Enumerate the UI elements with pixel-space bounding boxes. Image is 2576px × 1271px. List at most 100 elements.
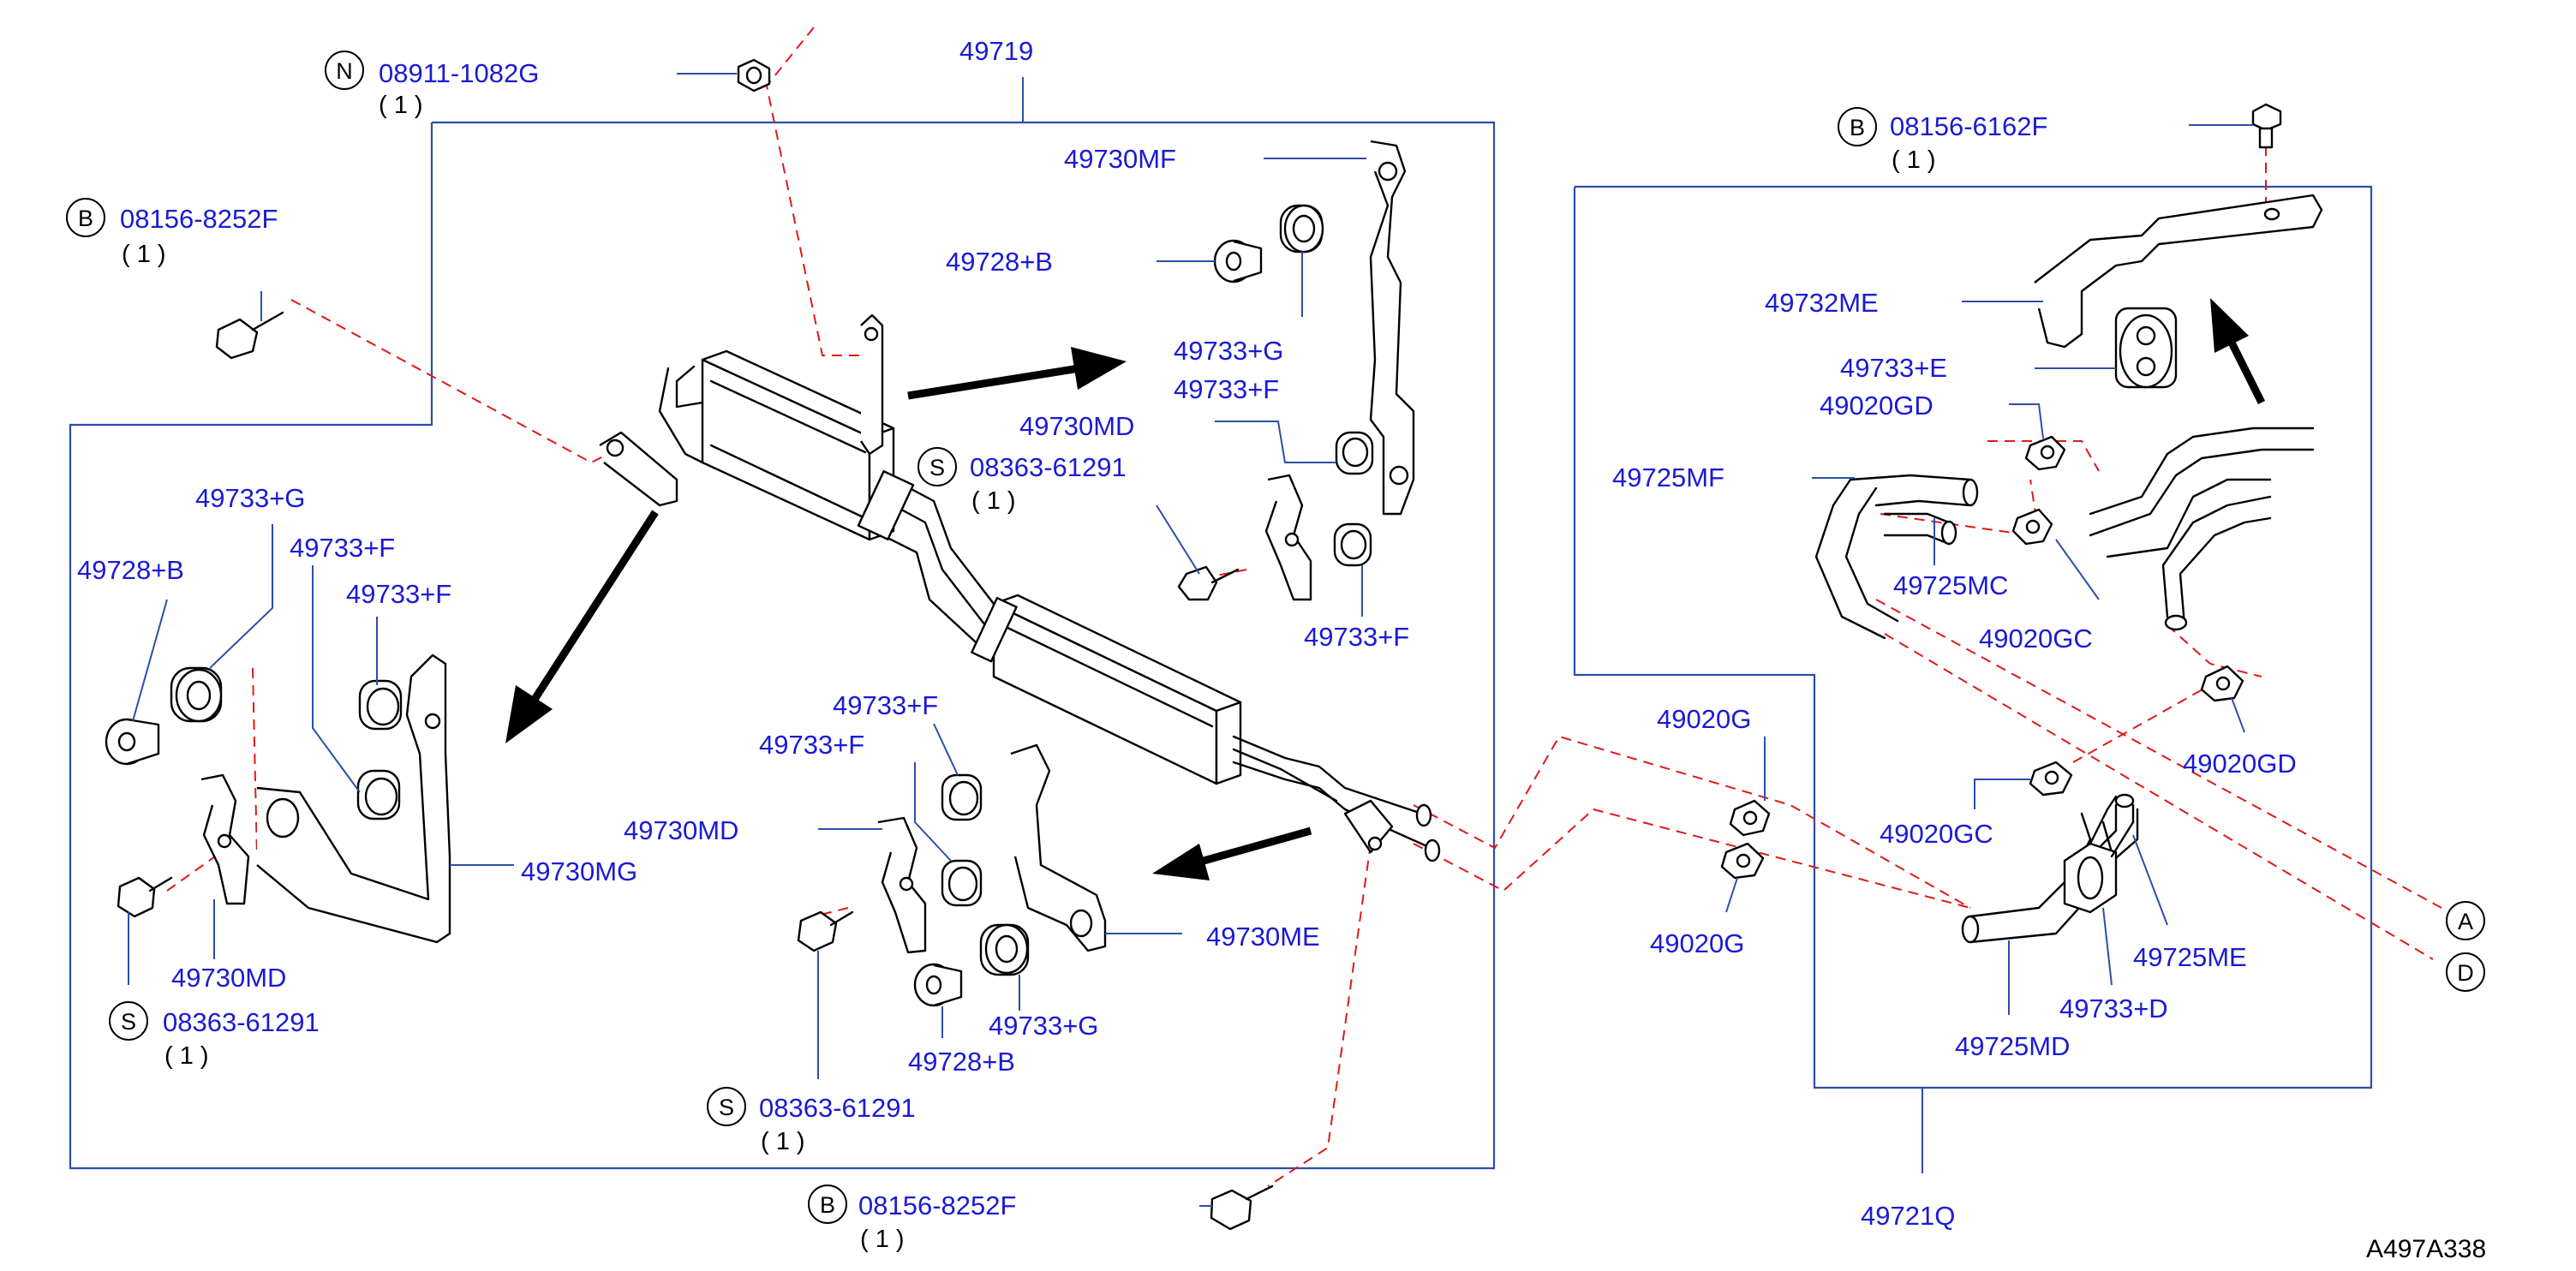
clip-49730MD-top xyxy=(1264,474,1312,601)
diagram-code: A497A338 xyxy=(2366,1235,2486,1263)
label-49728B-top: 49728+B xyxy=(946,247,1053,277)
grommet-49733F-mid2 xyxy=(941,859,983,907)
grommet-49733F-mid1 xyxy=(941,773,983,821)
svg-text:S: S xyxy=(719,1095,734,1120)
qty-08363-61291-left: ( 1 ) xyxy=(164,1042,209,1070)
clip-49730MD-left xyxy=(200,773,250,905)
label-49020GC-bottom: 49020GC xyxy=(1880,819,1993,849)
qty-08363-61291-mid: ( 1 ) xyxy=(971,487,1016,515)
grommet-49733E xyxy=(2114,307,2178,389)
label-49733F-topright: 49733+F xyxy=(1304,622,1409,652)
direction-arrows xyxy=(505,298,2266,880)
qty-08156-6162F: ( 1 ) xyxy=(1892,146,1936,174)
callout-N-top: N xyxy=(325,51,364,90)
label-49725MD: 49725MD xyxy=(1955,1031,2070,1061)
hose-assembly-frame xyxy=(1573,185,2373,1089)
clip-49020GC-bottom xyxy=(2029,761,2073,797)
bracket-49732ME xyxy=(2034,194,2323,349)
svg-text:A: A xyxy=(2458,909,2473,934)
collar-49728B-mid xyxy=(913,963,963,1007)
cooler-assembly-frame xyxy=(69,121,1496,1170)
label-49725MF: 49725MF xyxy=(1612,462,1724,492)
label-49728B-mid: 49728+B xyxy=(908,1047,1015,1077)
label-49733F-mid2: 49733+F xyxy=(759,730,864,760)
clip-49020G-bottom xyxy=(1720,842,1765,880)
bracket-49730ME xyxy=(1010,743,1107,952)
label-49733G-top: 49733+G xyxy=(1174,336,1283,366)
label-49020GD-top: 49020GD xyxy=(1820,391,1933,421)
oil-cooler-assembly xyxy=(599,313,1441,862)
callout-S-left: S xyxy=(109,1001,148,1041)
label-49733E: 49733+E xyxy=(1840,353,1947,383)
label-49020G-top: 49020G xyxy=(1657,704,1751,734)
label-49725MC: 49725MC xyxy=(1893,570,2008,600)
grommet-49733G-top xyxy=(1279,204,1324,254)
hose-49725MF xyxy=(1814,474,1979,640)
svg-text:B: B xyxy=(1850,115,1865,140)
grommet-49733G-mid xyxy=(979,923,1030,976)
callout-B-bottom: B xyxy=(808,1184,847,1224)
label-49733G-mid: 49733+G xyxy=(989,1011,1098,1041)
clip-49730MD-mid xyxy=(877,816,927,954)
label-49730MD-left: 49730MD xyxy=(171,963,286,993)
connector-A: A xyxy=(2446,901,2485,940)
label-49721Q: 49721Q xyxy=(1861,1201,1955,1231)
leader-lines xyxy=(128,73,2253,1207)
label-49725ME: 49725ME xyxy=(2133,942,2247,972)
label-49733G-left: 49733+G xyxy=(195,483,305,513)
bolt-08911-1082G xyxy=(737,58,771,92)
grommet-49733F-topright xyxy=(1333,522,1372,567)
label-49020G-bottom: 49020G xyxy=(1650,928,1744,958)
callout-B-right: B xyxy=(1838,107,1877,146)
grommet-49733F-top xyxy=(1335,431,1374,475)
grommet-49733D xyxy=(2063,842,2118,914)
hose-49725MC xyxy=(2089,427,2315,631)
qty-08156-8252F-bottom: ( 1 ) xyxy=(860,1226,905,1253)
part-number-08156-8252F-left: 08156-8252F xyxy=(120,204,278,234)
bracket-49730MG xyxy=(256,653,451,944)
svg-text:B: B xyxy=(78,206,93,231)
part-number-08363-61291-left: 08363-61291 xyxy=(163,1007,320,1037)
label-49020GD-right: 49020GD xyxy=(2183,749,2297,779)
screw-08363-left xyxy=(117,876,173,918)
clip-49020GC-top xyxy=(2011,508,2053,546)
connector-D: D xyxy=(2446,952,2485,992)
label-49730MG: 49730MG xyxy=(521,856,637,886)
part-number-08911-1082G: 08911-1082G xyxy=(379,58,539,88)
bolt-08156-6162F xyxy=(2251,103,2282,149)
part-number-08363-61291-mid: 08363-61291 xyxy=(970,452,1127,482)
label-49020GC-top: 49020GC xyxy=(1979,624,2093,653)
qty-08911-1082G: ( 1 ) xyxy=(379,92,423,119)
label-49732ME: 49732ME xyxy=(1765,288,1879,318)
clip-49020G-top xyxy=(1729,799,1771,837)
qty-08363-61291-bottom: ( 1 ) xyxy=(761,1128,805,1155)
screw-08363-top xyxy=(1177,565,1240,601)
qty-08156-8252F-left: ( 1 ) xyxy=(122,241,166,268)
part-number-08156-8252F-bottom: 08156-8252F xyxy=(858,1190,1016,1220)
label-49733F-mid1: 49733+F xyxy=(833,690,938,720)
grommet-49733F-left1 xyxy=(358,679,403,731)
bolt-08156-8252F-bottom xyxy=(1210,1184,1274,1231)
part-number-08363-61291-bottom: 08363-61291 xyxy=(759,1093,916,1123)
grommet-49733F-left2 xyxy=(356,769,401,820)
label-49733D: 49733+D xyxy=(2059,994,2168,1023)
bracket-49730MF xyxy=(1369,140,1415,516)
label-49730MD-mid: 49730MD xyxy=(624,815,738,845)
label-49730MD-top: 49730MD xyxy=(1019,411,1134,441)
label-49733F-top: 49733+F xyxy=(1174,374,1279,404)
grommet-49733G-left xyxy=(170,666,223,723)
svg-text:B: B xyxy=(820,1192,835,1218)
svg-text:S: S xyxy=(121,1009,136,1035)
collar-49728B-top xyxy=(1213,239,1263,283)
label-49730MF: 49730MF xyxy=(1064,144,1176,174)
svg-text:D: D xyxy=(2457,960,2474,986)
label-49728B-left: 49728+B xyxy=(77,555,184,585)
screw-08363-mid xyxy=(797,910,854,952)
callout-S-bottom: S xyxy=(707,1087,746,1126)
bolt-08156-8252F-left xyxy=(215,311,284,360)
clip-49020GD-top xyxy=(2024,435,2066,471)
label-49733F-left2: 49733+F xyxy=(346,579,451,609)
label-49719: 49719 xyxy=(959,36,1033,66)
